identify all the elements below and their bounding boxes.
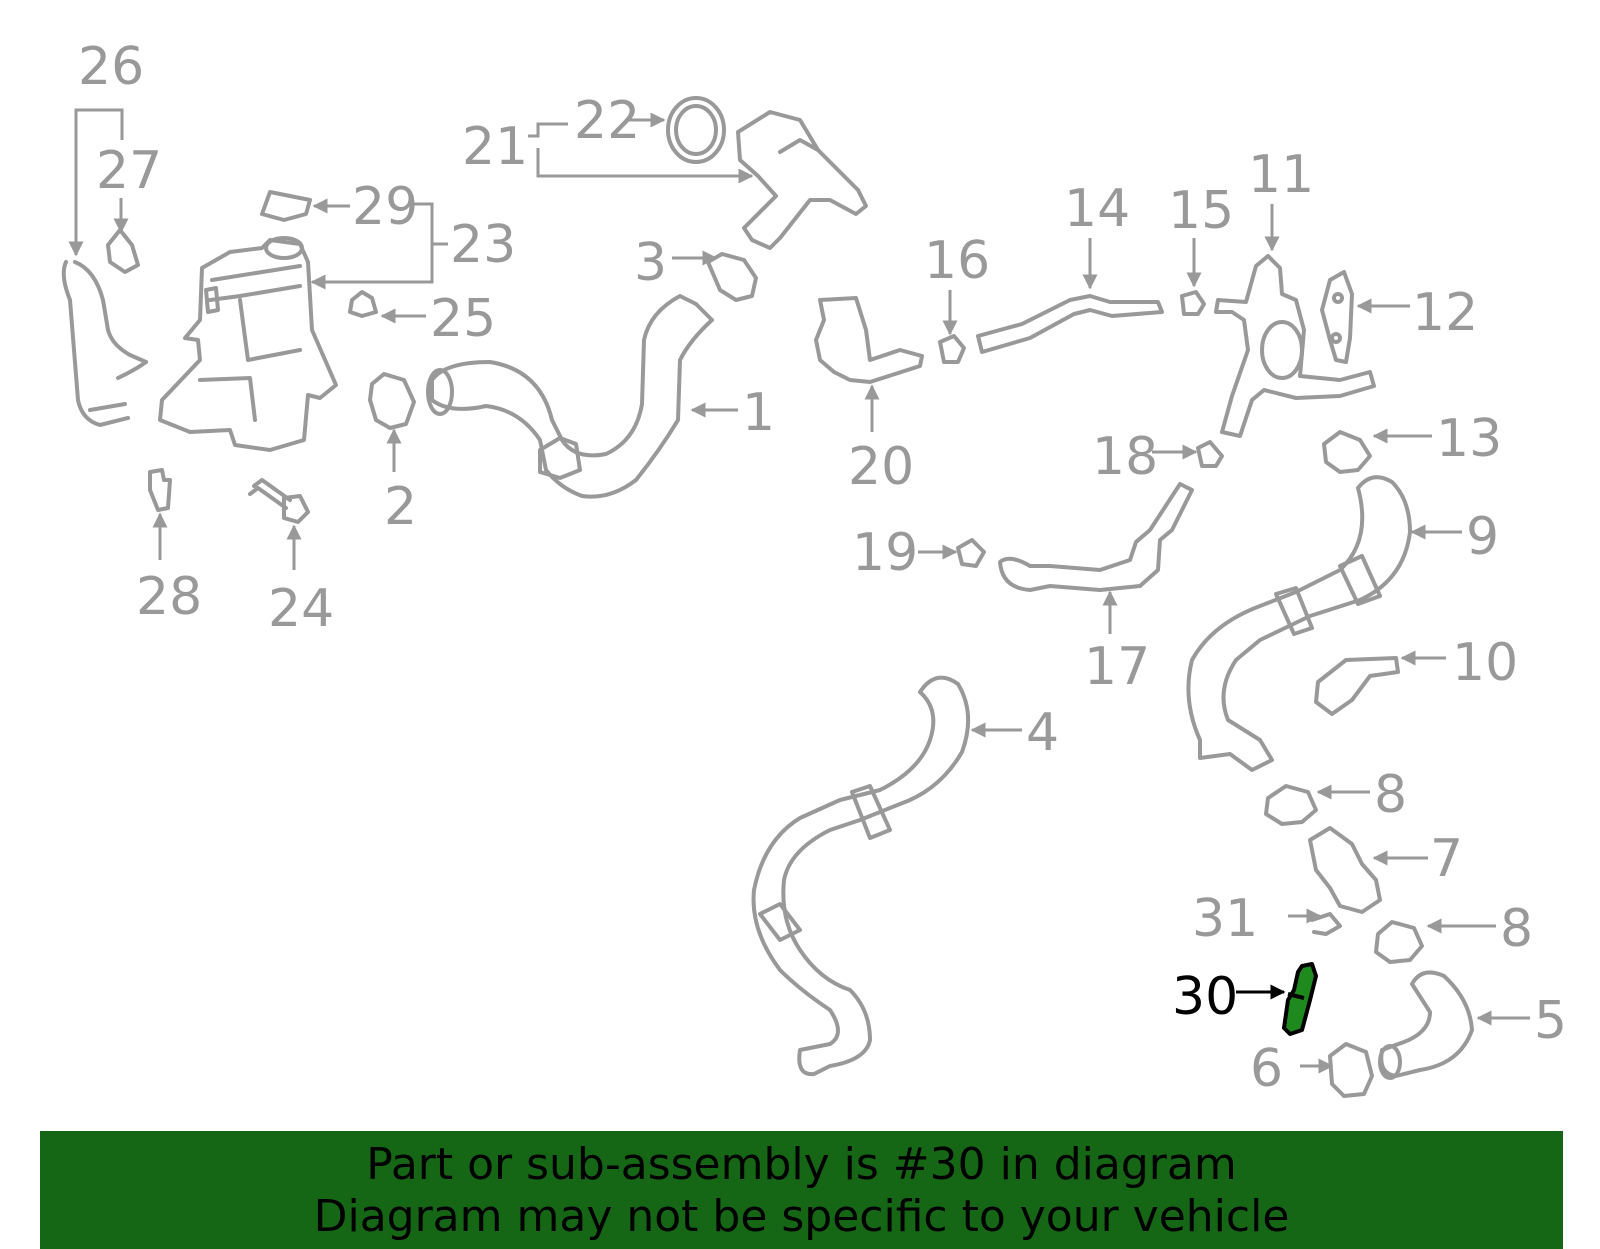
part-8-clamp-upper — [1264, 784, 1318, 826]
part-6-clamp — [1328, 1042, 1374, 1098]
callout-28: 28 — [136, 567, 202, 627]
part-14-hose — [976, 294, 1164, 354]
part-26-hose — [61, 260, 148, 427]
part-15-sensor — [1180, 290, 1206, 316]
callout-22: 22 — [574, 91, 640, 151]
part-25-nut — [348, 290, 378, 318]
part-4-hose — [751, 675, 971, 1077]
part-17-hose — [998, 482, 1194, 592]
part-23-reservoir — [158, 236, 338, 452]
part-20-hose — [814, 296, 924, 384]
part-29-bracket — [260, 190, 312, 222]
callout-27: 27 — [96, 141, 162, 201]
callout-11: 11 — [1248, 145, 1314, 205]
callout-21: 21 — [462, 117, 528, 177]
banner-line-2: Diagram may not be specific to your vehi… — [313, 1191, 1290, 1242]
part-19-clamp — [956, 538, 986, 568]
callout-16: 16 — [924, 231, 990, 291]
callout-15: 15 — [1168, 181, 1234, 241]
callout-8-lower: 8 — [1500, 899, 1533, 959]
callout-29: 29 — [352, 177, 418, 237]
part-28-clip — [148, 468, 172, 512]
part-18-clamp — [1196, 440, 1224, 468]
leader-lines — [68, 108, 1530, 1074]
callout-2: 2 — [384, 477, 417, 537]
callout-8-upper: 8 — [1374, 765, 1407, 825]
callout-24: 24 — [268, 579, 334, 639]
callout-30: 30 — [1172, 967, 1238, 1027]
callout-20: 20 — [848, 437, 914, 497]
callout-17: 17 — [1084, 637, 1150, 697]
part-24-bolt — [248, 478, 310, 524]
callout-6: 6 — [1250, 1039, 1283, 1099]
part-22-oring — [666, 96, 726, 164]
callout-labels: 26 27 29 23 25 22 21 3 2 1 28 24 16 14 1… — [78, 37, 1567, 1099]
info-banner: Part or sub-assembly is #30 in diagram D… — [40, 1131, 1563, 1249]
part-13-clamp — [1322, 430, 1372, 474]
callout-31: 31 — [1192, 889, 1258, 949]
part-30-sensor — [1282, 962, 1318, 1036]
callout-1: 1 — [742, 383, 775, 443]
part-9-hose — [1186, 475, 1412, 772]
part-10-bracket — [1314, 656, 1400, 716]
callout-23: 23 — [450, 215, 516, 275]
callout-5: 5 — [1534, 991, 1567, 1051]
part-21-outlet — [736, 110, 868, 250]
part-8-clamp-lower — [1374, 920, 1424, 964]
part-2-clamp — [368, 372, 416, 430]
part-27-clip — [106, 228, 140, 274]
callout-18: 18 — [1092, 427, 1158, 487]
callout-4: 4 — [1026, 703, 1059, 763]
part-5-hose — [1378, 970, 1474, 1080]
banner-line-1: Part or sub-assembly is #30 in diagram — [366, 1139, 1237, 1190]
callout-12: 12 — [1412, 283, 1478, 343]
part-7-fitting — [1308, 826, 1382, 914]
part-3-clamp — [706, 252, 758, 302]
part-1-hose — [426, 294, 714, 499]
callout-26: 26 — [78, 37, 144, 97]
part-12-gasket — [1320, 270, 1354, 364]
part-11-housing — [1214, 254, 1376, 438]
callout-9: 9 — [1466, 507, 1499, 567]
callout-19: 19 — [852, 523, 918, 583]
callout-14: 14 — [1064, 179, 1130, 239]
callout-13: 13 — [1436, 409, 1502, 469]
part-31-clip — [1310, 912, 1342, 936]
callout-10: 10 — [1452, 633, 1518, 693]
callout-25: 25 — [430, 289, 496, 349]
callout-3: 3 — [634, 233, 667, 293]
part-16-clamp — [938, 334, 966, 364]
callout-7: 7 — [1430, 829, 1463, 889]
